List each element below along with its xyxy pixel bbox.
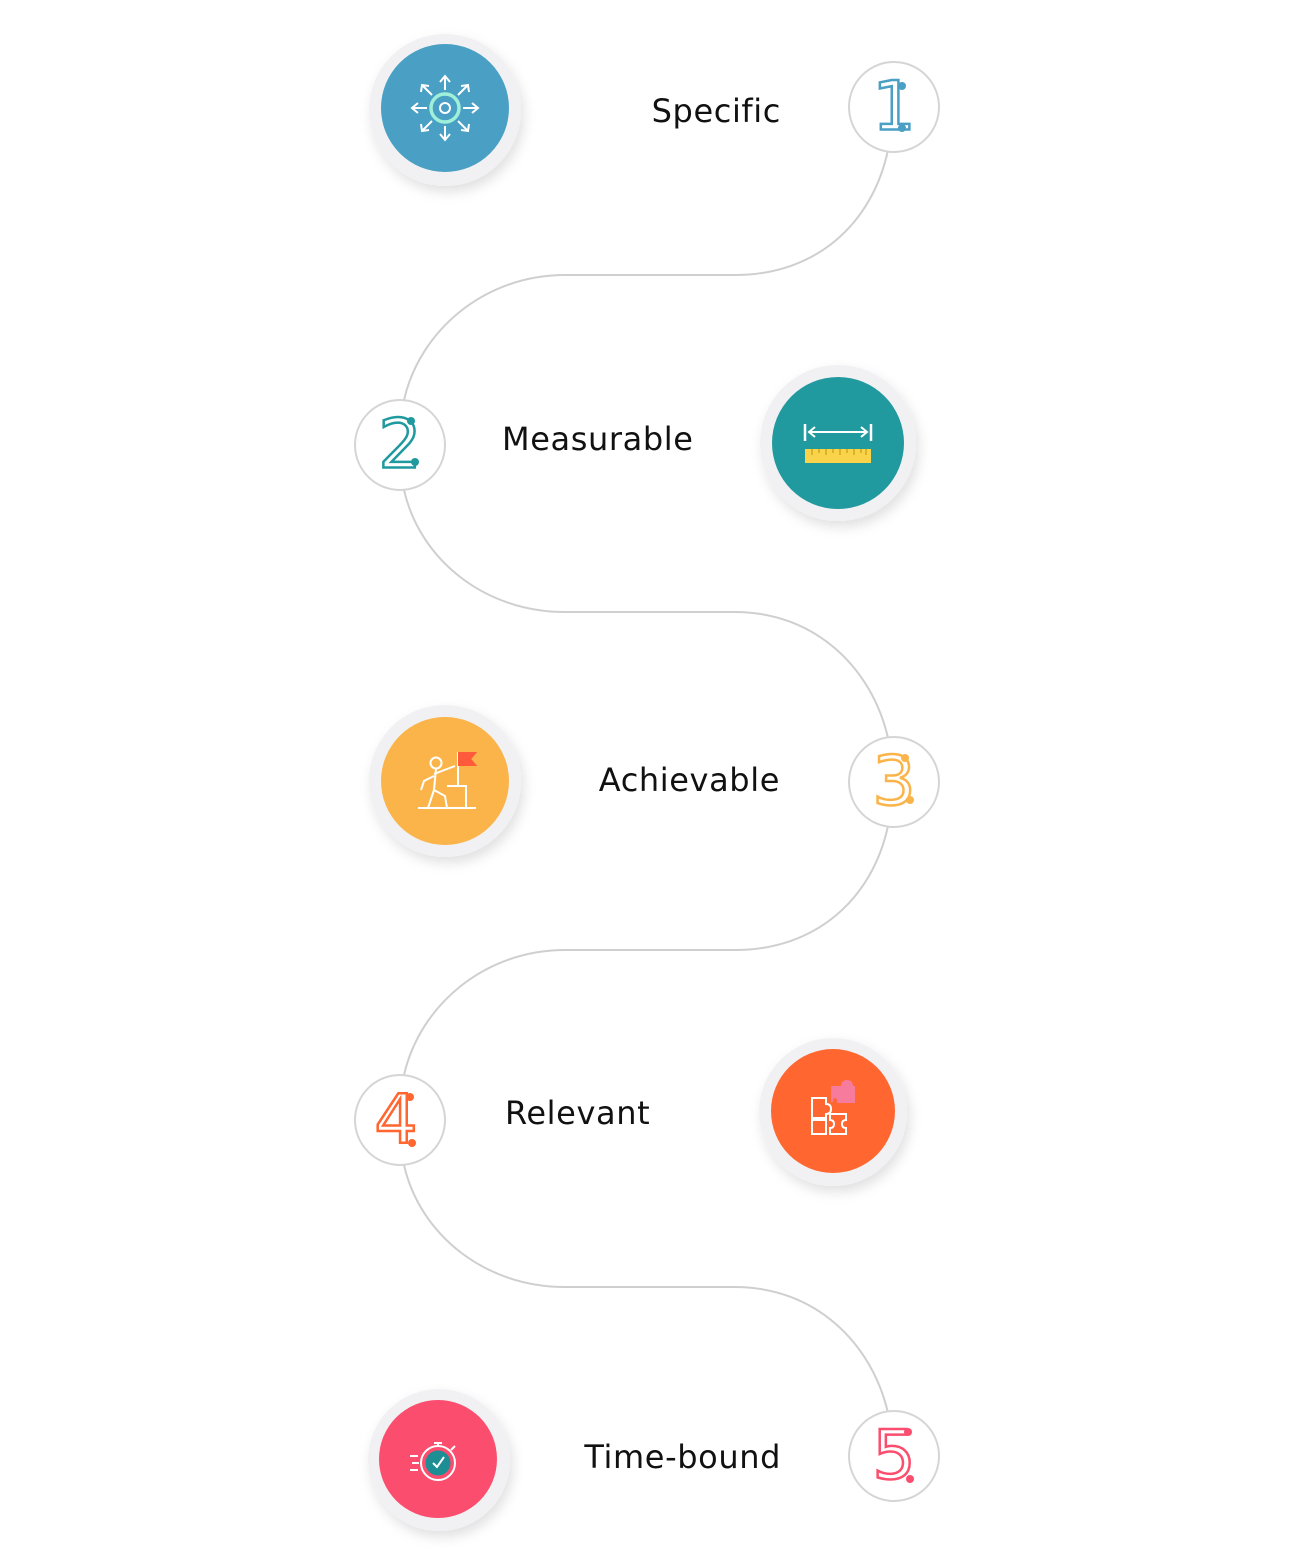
step-label-relevant: Relevant [505,1094,651,1132]
connector-path [403,149,889,1414]
step-icon-badge [759,1038,907,1186]
step-label-measurable: Measurable [502,420,694,458]
ruler-icon [803,424,873,463]
step-icon-badge [369,705,521,857]
step-2: 2 [354,365,916,521]
step-label-achievable: Achievable [598,761,780,799]
step-number-badge: 1 [848,61,940,153]
step-number-badge: 3 [848,736,940,828]
puzzle-icon [811,1079,855,1135]
step-number-badge: 2 [354,399,446,491]
step-number: 4 [374,1081,417,1160]
step-number: 3 [872,743,915,822]
step-number-badge: 4 [354,1074,446,1166]
step-icon-badge [369,34,521,186]
step-label-time-bound: Time-bound [584,1438,781,1476]
step-icon-badge [760,365,916,521]
step-icon-badge [368,1389,510,1531]
step-number: 1 [872,68,915,147]
step-5: 5 [368,1389,940,1531]
target-arrows-icon [410,74,480,142]
step-number-badge: 5 [848,1410,940,1502]
step-4: 4 [354,1038,907,1186]
stopwatch-icon [410,1442,456,1481]
step-1: 1 [369,34,940,186]
step-label-specific: Specific [651,92,781,130]
step-number: 2 [378,406,421,485]
step-3: 3 [369,705,940,857]
person-flag-icon [418,752,478,809]
